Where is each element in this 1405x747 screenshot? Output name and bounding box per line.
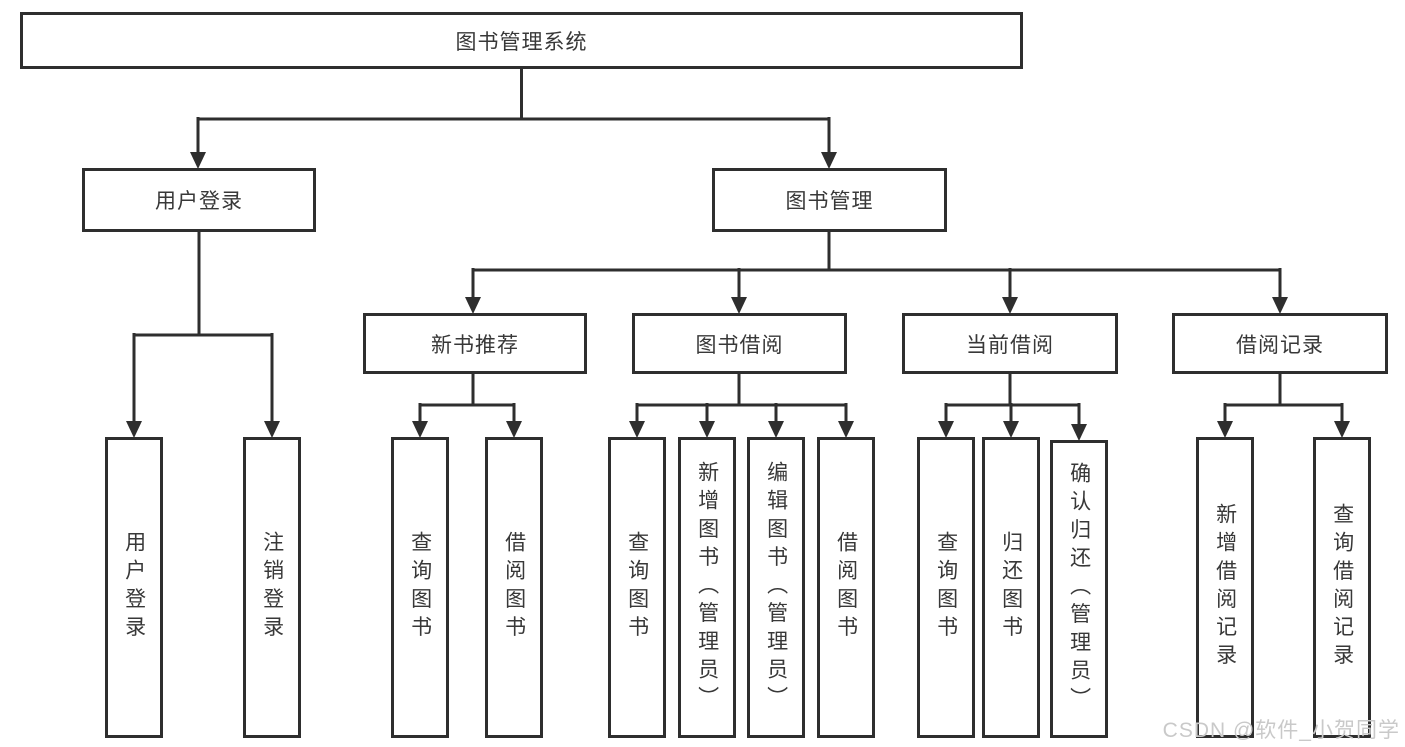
leaf-logout-label: 注销登录 <box>260 531 284 644</box>
leaf-recommend-query-books-label: 查询图书 <box>408 531 432 644</box>
connector-records-to-leaves <box>1217 371 1350 438</box>
node-user-login-label: 用户登录 <box>155 190 243 213</box>
leaf-add-borrow-record: 新增借阅记录 <box>1196 437 1254 738</box>
leaf-add-borrow-record-label: 新增借阅记录 <box>1213 503 1237 672</box>
node-borrow-records: 借阅记录 <box>1172 313 1388 374</box>
connector-currentborrow-to-leaves <box>938 371 1087 441</box>
leaf-logout: 注销登录 <box>243 437 301 738</box>
connector-bookborrow-to-leaves <box>629 371 854 438</box>
leaf-borrow-books: 借阅图书 <box>817 437 875 738</box>
node-book-management: 图书管理 <box>712 168 947 232</box>
leaf-query-borrow-record-label: 查询借阅记录 <box>1330 503 1354 672</box>
node-library-system-label: 图书管理系统 <box>455 30 588 54</box>
leaf-borrow-books-label: 借阅图书 <box>834 531 858 644</box>
leaf-return-books: 归还图书 <box>982 437 1040 738</box>
leaf-add-books-admin-label: 新增图书（管理员） <box>695 460 719 715</box>
leaf-user-login-label: 用户登录 <box>122 531 146 644</box>
leaf-recommend-borrow-books: 借阅图书 <box>485 437 543 738</box>
leaf-add-books-admin: 新增图书（管理员） <box>678 437 736 738</box>
node-new-book-recommend-label: 新书推荐 <box>431 333 519 357</box>
leaf-confirm-return-admin-label: 确认归还（管理员） <box>1067 462 1091 716</box>
node-library-system: 图书管理系统 <box>20 12 1023 69</box>
connector-root-to-level2 <box>190 66 837 169</box>
leaf-query-borrow-record: 查询借阅记录 <box>1313 437 1371 738</box>
leaf-recommend-query-books: 查询图书 <box>391 437 449 738</box>
leaf-user-login: 用户登录 <box>105 437 163 738</box>
connector-userlogin-to-leaves <box>126 230 280 438</box>
leaf-recommend-borrow-books-label: 借阅图书 <box>502 531 526 644</box>
node-current-borrow: 当前借阅 <box>902 313 1118 374</box>
csdn-watermark: CSDN @软件_小贺同学 <box>1162 719 1400 742</box>
node-book-borrow: 图书借阅 <box>632 313 847 374</box>
connector-bookmgmt-to-level3 <box>465 230 1288 314</box>
leaf-edit-books-admin-label: 编辑图书（管理员） <box>764 460 788 715</box>
node-book-borrow-label: 图书借阅 <box>695 333 784 357</box>
node-book-management-label: 图书管理 <box>785 190 874 213</box>
node-borrow-records-label: 借阅记录 <box>1236 333 1324 357</box>
leaf-current-query-books: 查询图书 <box>917 437 975 738</box>
leaf-borrow-query-books-label: 查询图书 <box>625 531 649 644</box>
leaf-return-books-label: 归还图书 <box>999 531 1023 644</box>
leaf-borrow-query-books: 查询图书 <box>608 437 666 738</box>
node-user-login: 用户登录 <box>82 168 316 232</box>
connector-newbook-to-leaves <box>412 371 522 438</box>
leaf-confirm-return-admin: 确认归还（管理员） <box>1050 440 1108 738</box>
leaf-edit-books-admin: 编辑图书（管理员） <box>747 437 805 738</box>
node-current-borrow-label: 当前借阅 <box>966 333 1054 357</box>
leaf-current-query-books-label: 查询图书 <box>934 531 958 644</box>
node-new-book-recommend: 新书推荐 <box>363 313 587 374</box>
